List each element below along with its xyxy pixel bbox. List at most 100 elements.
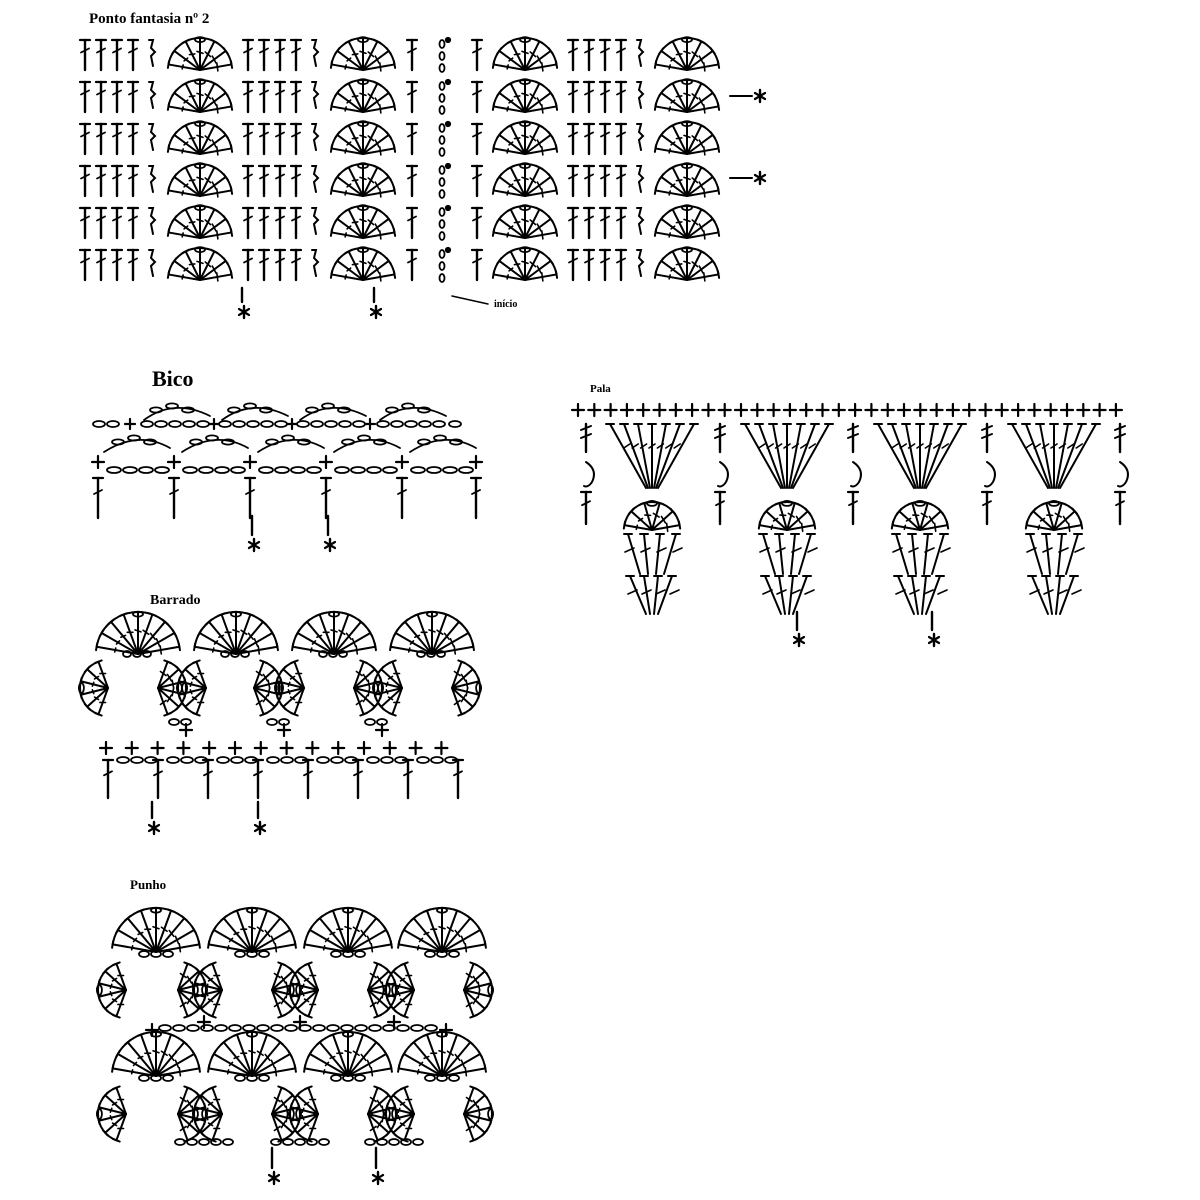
chain-stitch — [218, 420, 232, 428]
double-crochet — [126, 38, 140, 72]
chain-stitch — [373, 438, 387, 446]
double-crochet — [94, 248, 108, 282]
single-crochet — [279, 740, 294, 756]
chain-stitch — [230, 466, 246, 474]
repeat-asterisk — [753, 88, 767, 104]
chain-stitch — [438, 93, 446, 103]
double-crochet — [289, 248, 303, 282]
single-crochet — [196, 1014, 212, 1030]
double-crochet — [110, 206, 124, 240]
chain-stitch — [352, 420, 366, 428]
chain-stitch — [266, 718, 278, 726]
double-crochet — [241, 38, 255, 72]
chain-stitch — [337, 406, 351, 414]
chain-stitch — [321, 402, 335, 410]
chain-stitch — [330, 1074, 342, 1082]
single-crochet — [394, 454, 410, 470]
double-crochet — [625, 575, 647, 615]
chain-stitch — [380, 756, 394, 764]
double-crochet — [598, 122, 612, 156]
single-crochet — [356, 740, 372, 756]
double-crochet — [1041, 533, 1053, 575]
single-crochet — [603, 402, 618, 418]
chain-stitch — [297, 438, 311, 446]
double-crochet — [470, 164, 484, 198]
double-crochet — [623, 533, 641, 575]
double-crochet — [614, 38, 628, 72]
fan-shell — [491, 162, 559, 198]
single-crochet — [945, 402, 961, 418]
chain-stitch — [266, 756, 280, 764]
chain-stitch — [306, 466, 322, 474]
double-crochet — [980, 490, 994, 526]
double-crochet — [1055, 575, 1068, 615]
fan-shell — [271, 961, 303, 1019]
fan-shell — [653, 120, 721, 156]
chain-stitch — [296, 420, 310, 428]
double-crochet — [273, 38, 287, 72]
single-crochet — [318, 454, 334, 470]
chain-stitch — [417, 438, 431, 446]
chain-stitch — [181, 682, 189, 694]
double-crochet — [655, 533, 667, 575]
chain-stitch — [92, 420, 106, 428]
single-crochet — [733, 402, 749, 418]
chain-stitch — [232, 420, 246, 428]
chain-stitch — [243, 402, 257, 410]
chain-stitch — [230, 650, 240, 658]
chain-stitch — [246, 420, 260, 428]
chain-stitch — [354, 950, 366, 958]
fan-shell — [166, 246, 234, 282]
double-crochet — [582, 206, 596, 240]
chain-stitch — [681, 204, 693, 212]
fan-shell — [605, 423, 699, 489]
chain-stitch — [357, 36, 369, 43]
double-crochet — [319, 476, 333, 520]
double-crochet — [241, 248, 255, 282]
chain-stitch — [168, 420, 182, 428]
double-crochet — [257, 206, 271, 240]
chain-stitch — [150, 906, 162, 914]
fan-shell — [253, 659, 285, 717]
chain-stitch — [181, 406, 195, 414]
single-crochet — [1043, 402, 1058, 418]
chain-stitch — [404, 420, 418, 428]
chain-stitch — [240, 650, 250, 658]
fan-shell — [383, 961, 415, 1019]
chain-stitch — [150, 1074, 162, 1082]
chain-stitch — [96, 984, 103, 996]
double-crochet — [257, 164, 271, 198]
diagram-title-barrado: Barrado — [150, 593, 201, 608]
chain-stitch — [519, 162, 531, 170]
chain-stitch — [448, 1074, 460, 1082]
chain-stitch — [106, 466, 122, 474]
chain-stitch — [182, 466, 198, 474]
chain-stitch — [150, 950, 162, 958]
double-crochet — [289, 164, 303, 198]
single-crochet — [202, 740, 217, 756]
fan-shell — [890, 499, 950, 533]
single-crochet — [1108, 402, 1124, 418]
chain-stitch — [418, 420, 432, 428]
chain-stitch — [475, 682, 483, 694]
double-crochet — [78, 80, 92, 114]
double-crochet — [78, 206, 92, 240]
chain-stitch — [246, 950, 258, 958]
double-crochet — [110, 248, 124, 282]
double-crochet — [126, 248, 140, 282]
double-crochet — [151, 758, 165, 800]
chain-stitch — [111, 438, 125, 446]
fan-shell — [78, 659, 109, 717]
single-crochet — [305, 740, 320, 756]
double-crochet — [639, 575, 652, 615]
chain-stitch — [364, 718, 376, 726]
fan-shell — [303, 906, 393, 953]
single-crochet — [929, 402, 944, 418]
double-crochet — [94, 38, 108, 72]
fan-shell — [329, 78, 397, 114]
double-crochet — [78, 38, 92, 72]
chain-stitch — [432, 420, 446, 428]
double-crochet — [598, 164, 612, 198]
double-crochet — [126, 122, 140, 156]
